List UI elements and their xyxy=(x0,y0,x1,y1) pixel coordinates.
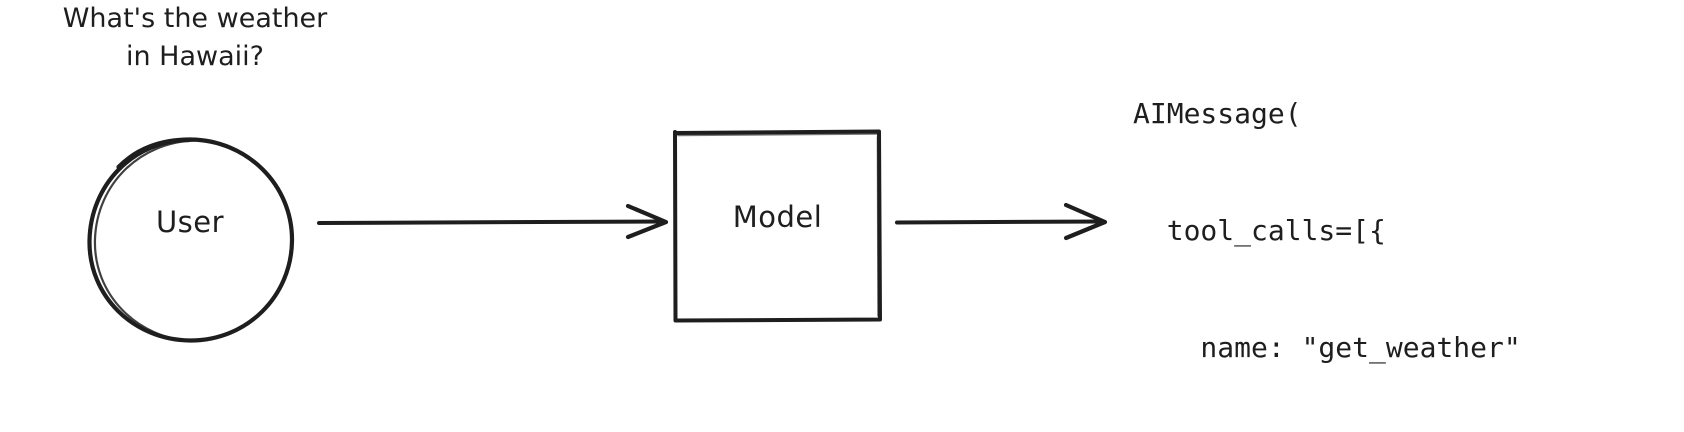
code-line-2: name: "get_weather" xyxy=(1133,331,1521,364)
arrow-model-to-output xyxy=(895,202,1108,241)
edge-label-line-2: in Hawaii? xyxy=(125,41,264,72)
edge-label-line-1: What's the weather xyxy=(62,3,328,34)
model-node-label: Model xyxy=(732,200,823,234)
code-line-1: tool_calls=[{ xyxy=(1133,214,1386,247)
ai-message-code-block: AIMessage( tool_calls=[{ name: "get_weat… xyxy=(1133,16,1554,432)
edge-label-user-to-model: What's the weather in Hawaii? xyxy=(0,0,390,76)
user-node-circle[interactable] xyxy=(87,137,295,343)
code-line-0: AIMessage( xyxy=(1133,97,1302,130)
user-node-label: User xyxy=(155,205,225,239)
